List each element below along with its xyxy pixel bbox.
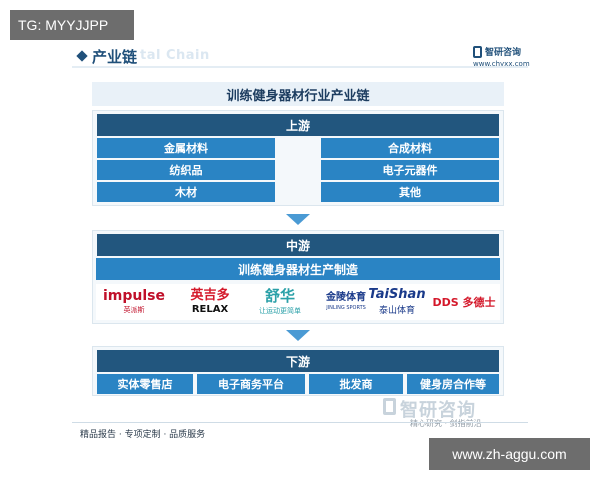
footer-brand-icon <box>383 398 396 415</box>
downstream-item: 实体零售店 <box>97 374 193 394</box>
brand-logo-main: 英吉多 <box>190 288 230 303</box>
brand-url: www.chyxx.com <box>473 60 530 68</box>
arrow-down-icon <box>286 214 310 225</box>
midstream-bar: 训练健身器材生产制造 <box>96 258 500 280</box>
footer-brand-sub: 精心研究 · 剑指前沿 <box>410 419 482 428</box>
downstream-item: 健身房合作等 <box>407 374 499 394</box>
brand-logo-sub: 泰山体育 <box>378 306 415 316</box>
brand-name: 智研咨询 <box>485 48 522 58</box>
brand-logo-sub: 让运动更简单 <box>259 306 301 315</box>
brand-logo-taishan: TaiShan 泰山体育 <box>364 284 430 320</box>
brand-logo-sub: RELAX <box>191 304 229 315</box>
brand-logo-row: impulse 英派斯 英吉多 RELAX 舒华 让运动更简单 金陵体育 JIN… <box>96 284 500 320</box>
brand-mark-icon <box>473 45 482 58</box>
footer-tagline: 精品报告 · 专项定制 · 品质服务 <box>80 430 206 440</box>
downstream-item: 批发商 <box>309 374 403 394</box>
brand-logo-dds: DDS 多德士 <box>432 284 496 320</box>
brand-logo-relax: 英吉多 RELAX <box>182 284 238 320</box>
brand-logo: 智研咨询 www.chyxx.com <box>473 45 533 68</box>
upstream-item: 金属材料 <box>97 138 275 158</box>
brand-logo-main: TaiShan <box>368 287 426 302</box>
diagram-title: 训练健身器材行业产业链 <box>92 82 504 106</box>
brand-logo-main: impulse <box>103 288 166 304</box>
brand-logo-main: 舒华 <box>264 286 295 305</box>
brand-logo-sub: 英派斯 <box>123 306 145 314</box>
brand-logo-main: DDS 多德士 <box>432 295 496 309</box>
arrow-down-icon <box>286 330 310 341</box>
top-overlay-tag: TG: MYYJJPP <box>10 10 134 40</box>
brand-logo-shuhua: 舒华 让运动更简单 <box>248 284 312 320</box>
upstream-item: 合成材料 <box>321 138 499 158</box>
section-title: 产业链 <box>92 48 138 66</box>
brand-logo-sub: JINLING SPORTS <box>326 305 366 311</box>
header-watermark: tal Chain <box>140 48 210 63</box>
diamond-icon <box>76 50 88 62</box>
downstream-item: 电子商务平台 <box>197 374 305 394</box>
footer-divider <box>72 422 528 423</box>
downstream-panel: 下游 实体零售店 电子商务平台 批发商 健身房合作等 <box>92 346 504 396</box>
brand-logo-impulse: impulse 英派斯 <box>103 284 166 320</box>
bottom-overlay-tag: www.zh-aggu.com <box>429 438 590 470</box>
upstream-item: 其他 <box>321 182 499 202</box>
midstream-header: 中游 <box>97 234 499 256</box>
upstream-item: 木材 <box>97 182 275 202</box>
header-divider <box>72 66 528 68</box>
brand-logo-main: 金陵体育 <box>326 292 366 303</box>
upstream-item: 电子元器件 <box>321 160 499 180</box>
downstream-header: 下游 <box>97 350 499 372</box>
upstream-item: 纺织品 <box>97 160 275 180</box>
upstream-header: 上游 <box>97 114 499 136</box>
footer-brand: 智研咨询 <box>400 400 476 421</box>
upstream-panel: 上游 金属材料 纺织品 木材 合成材料 电子元器件 其他 <box>92 110 504 206</box>
brand-logo-jinling: 金陵体育 JINLING SPORTS <box>318 284 374 320</box>
